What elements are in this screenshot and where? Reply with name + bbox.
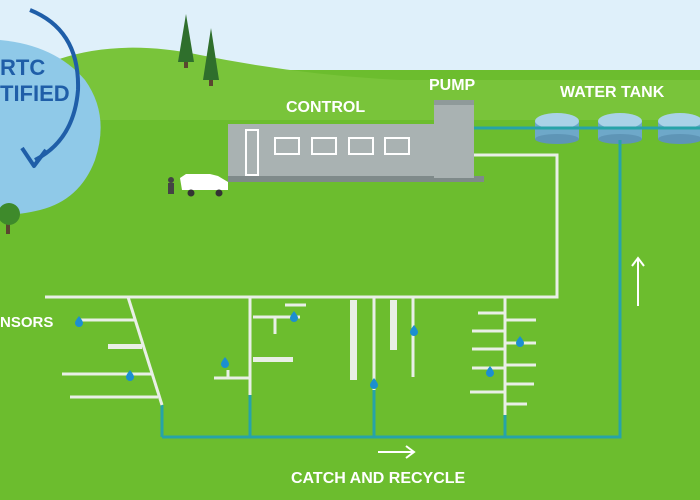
sensors-label: NSORS xyxy=(0,314,53,331)
van-icon xyxy=(180,174,228,197)
arrow-right-icon xyxy=(378,445,416,459)
pine-tree-1 xyxy=(178,14,194,68)
teal-pipes xyxy=(160,126,700,439)
water-tank-1 xyxy=(535,113,579,144)
arrow-up-icon xyxy=(631,256,645,306)
catch-recycle-label: CATCH AND RECYCLE xyxy=(291,470,466,487)
tree-small xyxy=(0,203,20,234)
water-tank-label: WATER TANK xyxy=(560,84,665,101)
control-building xyxy=(228,124,484,182)
water-tank-2 xyxy=(598,113,642,144)
curved-arrow-head xyxy=(20,146,48,168)
badge-line-1: RTC xyxy=(0,55,45,80)
pump-label: PUMP xyxy=(429,77,476,94)
curved-arrow-icon xyxy=(29,8,81,162)
pine-tree-2 xyxy=(203,28,219,86)
badge-line-2: TIFIED xyxy=(0,81,70,106)
hill xyxy=(0,47,700,120)
white-pipes xyxy=(45,153,559,415)
pump-building xyxy=(434,100,474,178)
person-icon xyxy=(168,177,174,194)
water-drop-icon xyxy=(75,311,524,389)
water-tank-3 xyxy=(658,113,700,144)
white-pipe-thick xyxy=(108,300,397,380)
lake xyxy=(0,40,101,215)
control-label: CONTROL xyxy=(286,99,365,116)
